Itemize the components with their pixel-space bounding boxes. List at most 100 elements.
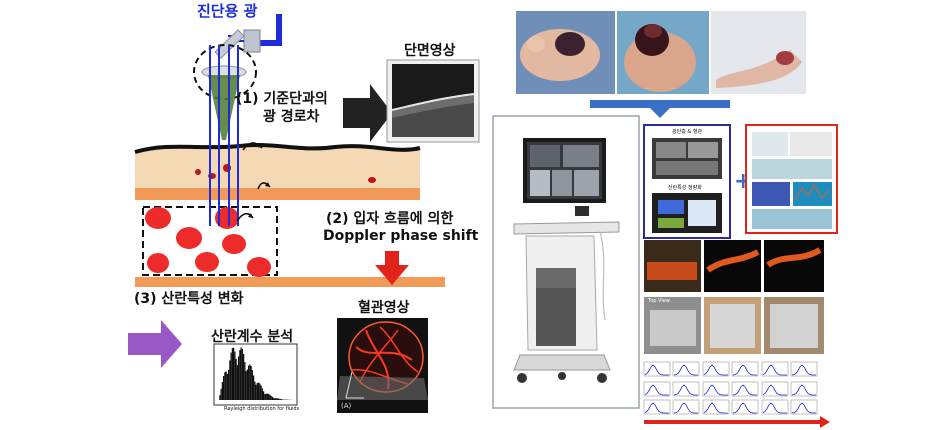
histogram-bar bbox=[269, 394, 271, 400]
purple-arrow bbox=[128, 320, 182, 368]
red-blood-cell bbox=[195, 252, 219, 272]
step3-label: (3) 산란특성 변화 bbox=[134, 291, 244, 307]
histogram-bar bbox=[253, 375, 255, 400]
foot-photo-1 bbox=[516, 11, 615, 94]
small-plot bbox=[761, 399, 789, 415]
small-plot bbox=[702, 361, 730, 377]
small-plot bbox=[702, 399, 730, 415]
black-arrow bbox=[343, 84, 392, 142]
small-plot bbox=[790, 381, 818, 397]
step1-label-line2: 광 경로차 bbox=[263, 109, 320, 125]
histogram-caption: Rayleigh distribution for fluids bbox=[224, 406, 300, 412]
histogram-bar bbox=[251, 369, 253, 400]
histogram-bar bbox=[266, 393, 268, 400]
histogram-bar bbox=[231, 348, 233, 400]
small-plot-curve bbox=[762, 364, 788, 376]
histogram-bar bbox=[221, 381, 223, 400]
small-plot-curve bbox=[791, 402, 817, 414]
histogram-bar bbox=[235, 358, 237, 400]
light-device-arm bbox=[255, 40, 282, 46]
step2-label-line1: (2) 입자 흐름에 의한 bbox=[326, 211, 454, 227]
histogram-bar bbox=[260, 385, 262, 400]
tissue-layer-band bbox=[135, 188, 420, 200]
small-plot bbox=[672, 361, 700, 377]
histogram-bar bbox=[263, 391, 265, 400]
step2-label-line2: Doppler phase shift bbox=[323, 228, 479, 244]
histogram-bar bbox=[256, 382, 258, 400]
histogram-bar bbox=[271, 396, 273, 400]
histogram-bar bbox=[270, 395, 272, 400]
scatter-quant-label: 산란특성 정량화 bbox=[668, 185, 702, 191]
small-plot-curve bbox=[644, 384, 670, 396]
histogram-bars bbox=[219, 347, 293, 400]
histogram-bar bbox=[273, 397, 275, 400]
histogram-bar bbox=[249, 364, 251, 400]
histogram-bar bbox=[274, 398, 276, 400]
histogram-bar bbox=[223, 375, 225, 400]
histogram-bar bbox=[241, 348, 243, 400]
right-graphics: + bbox=[492, 11, 838, 428]
small-plot bbox=[761, 381, 789, 397]
histogram-bar bbox=[281, 399, 283, 400]
red-blood-cell bbox=[222, 234, 246, 254]
small-plot-curve bbox=[732, 402, 758, 414]
foot-photo-3 bbox=[711, 11, 806, 94]
small-plot-curve bbox=[732, 384, 758, 396]
histogram-bar bbox=[238, 356, 240, 400]
histogram-bar bbox=[259, 383, 261, 400]
histogram-bar bbox=[276, 398, 278, 400]
small-plot bbox=[790, 361, 818, 377]
cross-section-label: 단면영상 bbox=[404, 43, 456, 59]
angio-panel-tag: (A) bbox=[341, 402, 352, 410]
histogram-bar bbox=[244, 362, 246, 400]
small-plot-curve bbox=[644, 364, 670, 376]
small-plot-curve bbox=[673, 402, 699, 414]
vessel-wall-band bbox=[135, 277, 445, 287]
foot-photo-2 bbox=[617, 11, 709, 94]
histogram-bar bbox=[264, 394, 266, 400]
histogram-bar bbox=[226, 373, 228, 400]
histogram-bar bbox=[279, 398, 281, 400]
histogram-bar bbox=[280, 399, 282, 400]
red-blood-cell bbox=[247, 257, 271, 277]
small-plot bbox=[761, 361, 789, 377]
small-plot bbox=[702, 381, 730, 397]
red-down-arrow bbox=[375, 251, 409, 285]
histogram-bar bbox=[219, 395, 221, 400]
skin-layer bbox=[135, 145, 420, 200]
diagram-graphics bbox=[128, 14, 480, 413]
red-speck bbox=[195, 169, 201, 175]
small-plot-curve bbox=[703, 402, 729, 414]
small-plot bbox=[672, 381, 700, 397]
blood-flow-label: 혈관영상 bbox=[358, 300, 410, 316]
histogram-bar bbox=[225, 371, 227, 400]
step1-label-line1: (1) 기준단과의 bbox=[236, 91, 328, 107]
red-blood-cell bbox=[215, 207, 239, 229]
histogram-bar bbox=[234, 351, 236, 400]
small-plot-curve bbox=[762, 384, 788, 396]
flow-down-arrow bbox=[590, 100, 730, 118]
small-plot-curve bbox=[673, 384, 699, 396]
small-plot bbox=[731, 399, 759, 415]
small-plot-curve bbox=[703, 364, 729, 376]
histogram-bar bbox=[229, 360, 231, 400]
histogram-bar bbox=[243, 354, 245, 400]
skin-surface-line bbox=[134, 143, 421, 154]
histogram-bar bbox=[261, 388, 263, 400]
top-view-label: Top View bbox=[648, 298, 670, 304]
histogram-bar bbox=[258, 382, 260, 400]
trend-arrow bbox=[644, 416, 830, 428]
light-device-bar bbox=[276, 14, 282, 46]
small-plot-curve bbox=[644, 402, 670, 414]
histogram-bar bbox=[240, 347, 242, 400]
red-blood-cell bbox=[147, 253, 169, 273]
vascular-image-3 bbox=[764, 240, 824, 292]
red-blood-cell bbox=[176, 227, 202, 249]
small-plot bbox=[790, 399, 818, 415]
histogram-bar bbox=[239, 350, 241, 400]
small-plot-curve bbox=[791, 364, 817, 376]
light-source-label: 진단용 광 bbox=[197, 2, 258, 20]
red-speck bbox=[368, 177, 376, 183]
oct-panel-label: 광단층 & 혈관 bbox=[672, 129, 703, 135]
histogram-bar bbox=[255, 384, 257, 400]
